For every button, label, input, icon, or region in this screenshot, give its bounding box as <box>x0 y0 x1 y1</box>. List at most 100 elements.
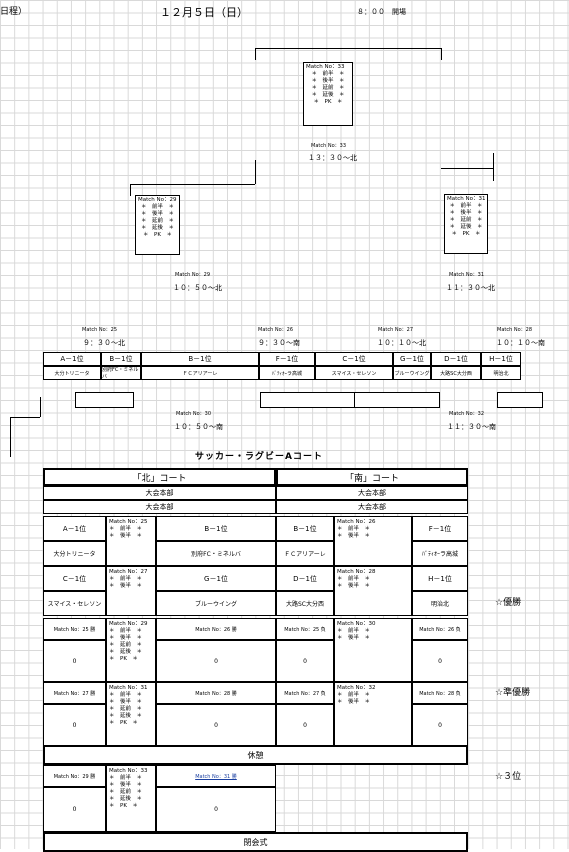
slbox-line: ＊ 後半 ＊ <box>140 211 174 217</box>
fbox-line: ＊ PK ＊ <box>313 99 343 105</box>
w-match: Match No：31＊ 前半 ＊＊ 後半 ＊＊ 延前 ＊＊ 延後 ＊＊ PK … <box>106 682 156 746</box>
l-match: Match No：30＊ 前半 ＊＊ 後半 ＊ <box>334 618 412 682</box>
award-winner: ☆優勝 <box>495 598 522 608</box>
w-match-line: ＊ 後半 ＊ <box>109 635 143 641</box>
l-right: Match No：28 負 <box>412 682 468 704</box>
lower-right-match: Match No：32 <box>449 411 485 417</box>
w-right-score: 0 <box>156 704 276 746</box>
l-left-score: 0 <box>276 704 334 746</box>
qf2-time: ９：３０～南 <box>258 339 300 347</box>
s-seed: D－1位 <box>276 566 334 591</box>
f-match-line: ＊ 延前 ＊ <box>109 789 143 795</box>
s-match-head: Match No：28 <box>337 569 376 575</box>
seed-cell: G－1位 <box>393 352 431 366</box>
l-left-score: 0 <box>276 640 334 682</box>
team-cell: 明治北 <box>481 366 521 380</box>
lower-left-match: Match No：30 <box>176 411 212 417</box>
s-match-head: Match No：26 <box>337 519 376 525</box>
f-match-line: ＊ 前半 ＊ <box>109 775 143 781</box>
n-seed-r: B－1位 <box>156 516 276 541</box>
f-match-line: ＊ 延後 ＊ <box>109 796 143 802</box>
w-match-line: ＊ 前半 ＊ <box>109 692 143 698</box>
team-cell: ＦＣアリアーレ <box>141 366 259 380</box>
l-match-head: Match No：30 <box>337 621 376 627</box>
l-left: Match No：25 負 <box>276 618 334 640</box>
lower-right-time: １１：３０～南 <box>447 423 496 431</box>
qf2-match: Match No：26 <box>258 327 294 333</box>
w-right: Match No：26 勝 <box>156 618 276 640</box>
final-time: １３：３０～北 <box>308 154 357 162</box>
semi-right-match-no: Match No：31 <box>449 272 485 278</box>
team-cell: ブルーウイング <box>393 366 431 380</box>
seed-team-table: A－1位大分トリニータB－1位別府FC・ミネルバB－1位ＦＣアリアーレF－1位ﾊ… <box>43 352 555 382</box>
n-match-head: Match No：25 <box>109 519 148 525</box>
n-team: スマイス・セレソン <box>43 591 106 616</box>
srbox-line: ＊ PK ＊ <box>451 231 481 237</box>
final-label: Match No：33 <box>306 64 345 70</box>
n-match: Match No：25＊ 前半 ＊＊ 後半 ＊ <box>106 516 156 566</box>
team-cell: 大路SC大分西 <box>431 366 481 380</box>
north-court: 「北」コート <box>43 468 276 486</box>
fbox-line: ＊ 後半 ＊ <box>311 78 345 84</box>
l-match-line: ＊ 前半 ＊ <box>337 628 371 634</box>
n-match-line: ＊ 前半 ＊ <box>109 576 143 582</box>
s-team: ＦＣアリアーレ <box>276 541 334 566</box>
n-seed: A－1位 <box>43 516 106 541</box>
srbox-line: ＊ 延後 ＊ <box>449 224 483 230</box>
n-match-line: ＊ 前半 ＊ <box>109 526 143 532</box>
srbox-line: ＊ 後半 ＊ <box>449 210 483 216</box>
w-match-line: ＊ PK ＊ <box>109 720 138 726</box>
w-match-line: ＊ 後半 ＊ <box>109 699 143 705</box>
slbox-line: ＊ 前半 ＊ <box>140 204 174 210</box>
w-right-score: 0 <box>156 640 276 682</box>
s-team-r: ﾊﾞﾃｨｵｰラ高城 <box>412 541 468 566</box>
f-match-line: ＊ 後半 ＊ <box>109 782 143 788</box>
l-right-score: 0 <box>412 704 468 746</box>
w-match-line: ＊ 前半 ＊ <box>109 628 143 634</box>
seed-cell: B－1位 <box>101 352 141 366</box>
l-match-line: ＊ 前半 ＊ <box>337 692 371 698</box>
n-match-line: ＊ 後半 ＊ <box>109 533 143 539</box>
seed-cell: F－1位 <box>259 352 315 366</box>
w-left-score: 0 <box>43 704 106 746</box>
f-match-head: Match No：33 <box>109 768 148 774</box>
s-team-r: 明治北 <box>412 591 468 616</box>
w-match-line: ＊ 延前 ＊ <box>109 706 143 712</box>
hq-north-2: 大会本部 <box>43 500 276 514</box>
final-match-no: Match No：33 <box>311 143 347 149</box>
f-right-score: 0 <box>156 787 276 832</box>
n-match: Match No：27＊ 前半 ＊＊ 後半 ＊ <box>106 566 156 616</box>
qf3-time: １０：１０～北 <box>377 339 426 347</box>
qf4-match: Match No：28 <box>497 327 533 333</box>
fbox-line: ＊ 延前 ＊ <box>311 85 345 91</box>
final-match-box: Match No：33 ＊ 前半 ＊＊ 後半 ＊＊ 延前 ＊＊ 延後 ＊＊ PK… <box>303 62 353 126</box>
w-match-line: ＊ 延後 ＊ <box>109 649 143 655</box>
s-team: 大路SC大分西 <box>276 591 334 616</box>
header-date: １２月５日（日） <box>160 6 248 19</box>
n-seed: C－1位 <box>43 566 106 591</box>
s-match-line: ＊ 後半 ＊ <box>337 533 371 539</box>
w-match: Match No：29＊ 前半 ＊＊ 後半 ＊＊ 延前 ＊＊ 延後 ＊＊ PK … <box>106 618 156 682</box>
semi-right-label: Match No：31 <box>447 196 486 202</box>
s-match-line: ＊ 前半 ＊ <box>337 526 371 532</box>
srbox-line: ＊ 前半 ＊ <box>449 203 483 209</box>
s-match-line: ＊ 後半 ＊ <box>337 583 371 589</box>
slbox-line: ＊ 延前 ＊ <box>140 218 174 224</box>
semi-left-match-no: Match No：29 <box>175 272 211 278</box>
f-match-line: ＊ PK ＊ <box>109 803 138 809</box>
team-cell: スマイス・セレソン <box>315 366 393 380</box>
n-match-head: Match No：27 <box>109 569 148 575</box>
seed-cell: A－1位 <box>43 352 101 366</box>
semi-left-box: Match No：29 ＊ 前半 ＊＊ 後半 ＊＊ 延前 ＊＊ 延後 ＊＊ PK… <box>135 195 180 255</box>
hq-south-2: 大会本部 <box>276 500 468 514</box>
n-team-r: ブルーウイング <box>156 591 276 616</box>
seed-cell: C－1位 <box>315 352 393 366</box>
semi-left-label: Match No：29 <box>138 197 177 203</box>
s-seed-r: H－1位 <box>412 566 468 591</box>
l-right: Match No：26 負 <box>412 618 468 640</box>
l-match: Match No：32＊ 前半 ＊＊ 後半 ＊ <box>334 682 412 746</box>
n-team: 大分トリニータ <box>43 541 106 566</box>
header-left: 日程） <box>0 7 28 17</box>
f-match: Match No：33＊ 前半 ＊＊ 後半 ＊＊ 延前 ＊＊ 延後 ＊＊ PK … <box>106 765 156 832</box>
w-left: Match No：25 勝 <box>43 618 106 640</box>
